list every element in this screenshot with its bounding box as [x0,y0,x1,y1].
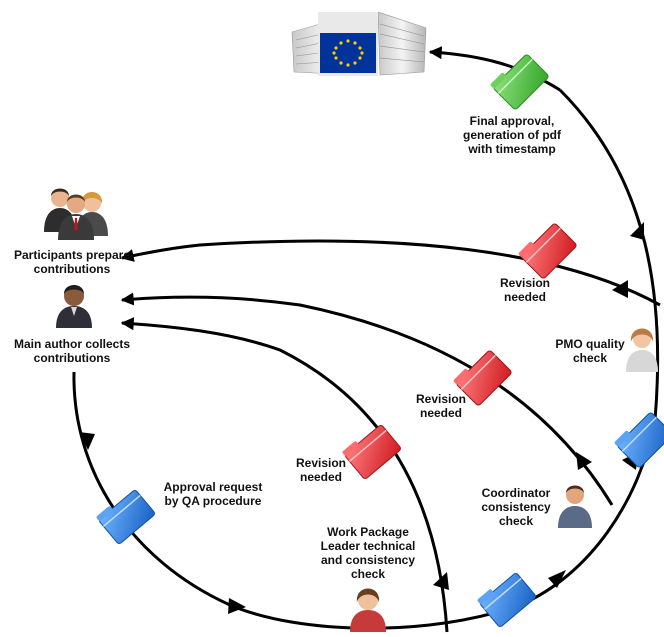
folder-icon [614,412,664,468]
person-icon [56,285,92,328]
person-icon [626,328,658,372]
person-icon [350,588,386,632]
folder-icon [453,350,512,406]
arc-arrowhead [612,280,628,298]
group-of-people-icon [44,188,108,240]
arc-arrowhead [576,452,592,470]
arc-arrowhead [548,570,566,588]
arc-arrowhead [79,432,95,450]
folder-icon [477,573,536,627]
eu-flag-icon [320,33,376,73]
folder-icon [96,490,155,544]
folder-icon [518,223,577,279]
folder-icon [342,425,401,479]
arc-arrowhead [433,572,449,590]
revision-loop-top [120,239,661,307]
person-icon [558,485,592,528]
revision-loop-mid [120,292,614,506]
arc-arrowhead [630,222,644,240]
revision-loop-low [120,317,449,633]
workflow-arc-right-upper [558,88,660,421]
folder-icon [490,54,549,110]
arc-arrowhead [228,598,246,614]
workflow-arc-top [428,46,561,92]
